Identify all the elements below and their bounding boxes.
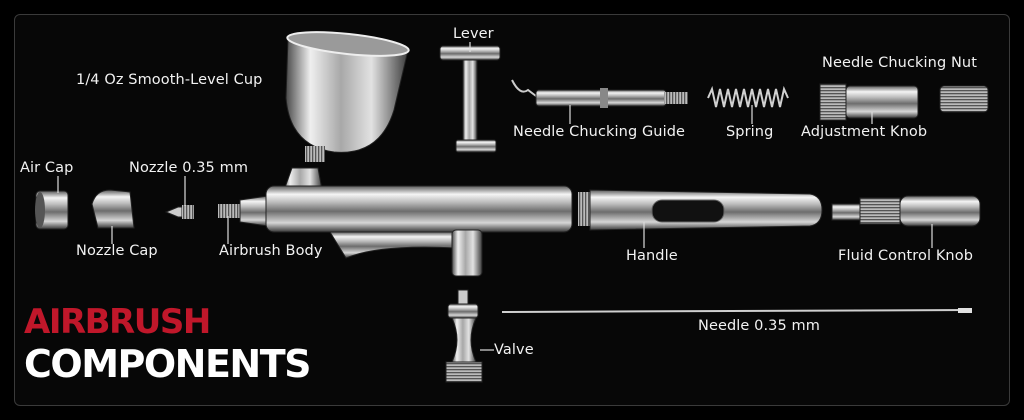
handle-part (578, 189, 823, 231)
nozzle-part (164, 205, 194, 219)
adjustment-knob-label: Adjustment Knob (801, 124, 928, 140)
adjustment-knob-part (819, 83, 919, 121)
valve-part (445, 289, 483, 383)
nozzle-cap-label: Nozzle Cap (76, 243, 158, 259)
needle-chucking-nut-part (939, 85, 989, 113)
needle-chucking-guide-label: Needle Chucking Guide (513, 124, 686, 140)
lever-part (439, 45, 501, 153)
needle-chucking-guide-part (511, 79, 688, 108)
spring-part (707, 85, 789, 108)
handle-label: Handle (626, 248, 678, 264)
air-cap-label: Air Cap (20, 160, 74, 176)
title-line-1: AIRBRUSH (24, 302, 211, 342)
air-cap-part (35, 190, 69, 230)
title-line-2: COMPONENTS (24, 342, 312, 386)
fluid-control-knob-part (831, 195, 981, 227)
nozzle-label: Nozzle 0.35 mm (129, 160, 249, 176)
needle-part (501, 308, 973, 313)
spring-label: Spring (726, 124, 774, 140)
airbrush-body-label: Airbrush Body (219, 243, 323, 259)
nozzle-cap-part (91, 189, 135, 229)
needle-chucking-nut-label: Needle Chucking Nut (822, 55, 977, 71)
lever-label: Lever (453, 26, 494, 42)
leader-lines (57, 42, 933, 351)
cup-label: 1/4 Oz Smooth-Level Cup (76, 72, 263, 88)
fluid-control-knob-label: Fluid Control Knob (838, 248, 973, 264)
needle-label: Needle 0.35 mm (698, 318, 820, 334)
airbrush-body-part (218, 167, 573, 277)
cup-part (285, 31, 410, 162)
valve-label: Valve (494, 342, 534, 358)
